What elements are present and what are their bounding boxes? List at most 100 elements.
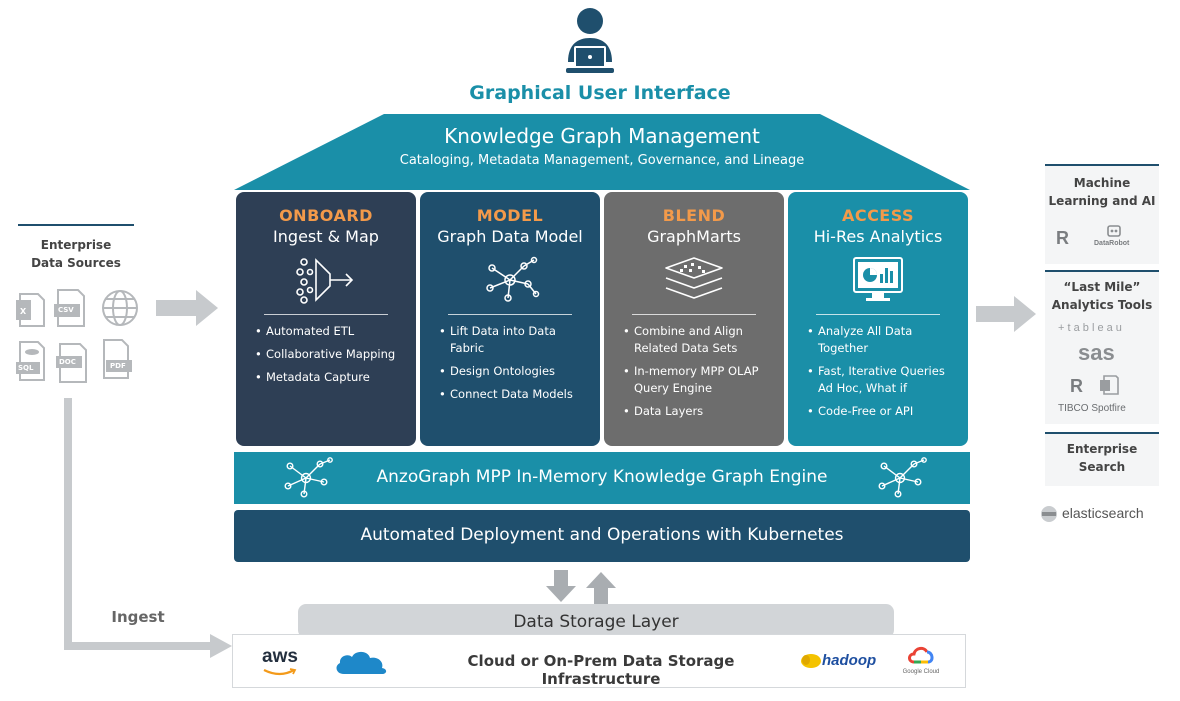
hadoop-elephant-icon bbox=[801, 654, 821, 668]
hadoop-logo: hadoop bbox=[800, 650, 886, 672]
section-rule bbox=[18, 224, 134, 226]
pillar-divider bbox=[448, 314, 572, 315]
elasticsearch-logo: elasticsearch bbox=[1062, 505, 1144, 521]
azure-cloud-icon bbox=[336, 651, 387, 674]
list-item: Combine and Align Related Data Sets bbox=[623, 323, 770, 357]
svg-text:X: X bbox=[20, 307, 27, 316]
list-item: Lift Data into Data Fabric bbox=[439, 323, 586, 357]
title-line: Learning and AI bbox=[1048, 194, 1156, 208]
file-type-label: DOC bbox=[59, 358, 76, 366]
pillar-access: ACCESS Hi-Res Analytics Analyze All Data… bbox=[788, 192, 968, 446]
datarobot-logo: DataRobot bbox=[1094, 240, 1130, 247]
graph-network-icon bbox=[878, 457, 927, 498]
title-line: “Last Mile” bbox=[1063, 280, 1141, 294]
sas-logo: sas bbox=[1078, 340, 1115, 365]
title-line: Enterprise bbox=[40, 238, 112, 252]
pillar-subheading: GraphMarts bbox=[647, 227, 741, 246]
google-cloud-logo-text: Google Cloud bbox=[902, 669, 940, 675]
tableau-logo: + t a b l e a u bbox=[1058, 322, 1122, 334]
hadoop-logo-text: hadoop bbox=[822, 652, 877, 669]
funnel-icon bbox=[296, 258, 354, 304]
pillar-model: MODEL Graph Data Model Lift Data into Da… bbox=[420, 192, 600, 446]
pillar-heading: BLEND bbox=[662, 206, 726, 225]
pillar-bullets: Automated ETL Collaborative Mapping Meta… bbox=[255, 323, 402, 386]
deployment-bar bbox=[234, 510, 970, 562]
roof-shape bbox=[234, 114, 970, 190]
file-type-label: CSV bbox=[58, 306, 74, 314]
pillar-subheading: Ingest & Map bbox=[273, 227, 379, 246]
list-item: In-memory MPP OLAP Query Engine bbox=[623, 363, 770, 397]
list-item: Design Ontologies bbox=[439, 363, 586, 380]
r-logo: R bbox=[1070, 376, 1083, 396]
title-line: Data Sources bbox=[31, 256, 121, 270]
roof-title: Knowledge Graph Management bbox=[444, 124, 760, 148]
pillar-divider bbox=[632, 314, 756, 315]
google-cloud-logo: Google Cloud bbox=[900, 642, 942, 684]
graph-network-icon bbox=[284, 457, 333, 498]
pillar-bullets: Combine and Align Related Data Sets In-m… bbox=[623, 323, 770, 420]
list-item: Metadata Capture bbox=[255, 369, 402, 386]
layers-icon bbox=[665, 257, 723, 299]
user-at-laptop-icon bbox=[566, 8, 614, 73]
section-rule bbox=[1045, 270, 1159, 272]
aws-logo: aws bbox=[258, 646, 302, 676]
infrastructure-label: Cloud or On-Prem Data Storage Infrastruc… bbox=[467, 652, 735, 688]
pillar-divider bbox=[816, 314, 940, 315]
pillar-bullets: Lift Data into Data Fabric Design Ontolo… bbox=[439, 323, 586, 403]
search-title: Enterprise Search bbox=[1040, 440, 1164, 476]
analytics-title: “Last Mile” Analytics Tools bbox=[1040, 278, 1164, 314]
storage-layer-label: Data Storage Layer bbox=[513, 612, 679, 632]
title-line: Machine bbox=[1073, 176, 1131, 190]
aws-logo-text: aws bbox=[262, 646, 298, 667]
aws-smile-icon bbox=[263, 668, 297, 676]
title-line: Analytics Tools bbox=[1051, 298, 1153, 312]
excel-icon bbox=[1100, 375, 1119, 395]
ml-title: Machine Learning and AI bbox=[1040, 174, 1164, 210]
ingest-arrow-icon bbox=[64, 398, 232, 658]
pillar-heading: MODEL bbox=[476, 206, 544, 225]
data-source-files-icon: X bbox=[16, 289, 138, 383]
file-type-label: PDF bbox=[110, 362, 126, 370]
list-item: Code-Free or API bbox=[807, 403, 954, 420]
list-item: Connect Data Models bbox=[439, 386, 586, 403]
roof-subtitle: Cataloging, Metadata Management, Governa… bbox=[399, 153, 805, 168]
title-line: Enterprise bbox=[1066, 442, 1138, 456]
section-rule bbox=[1045, 432, 1159, 434]
analytics-panel bbox=[1045, 272, 1159, 424]
deployment-label: Automated Deployment and Operations with… bbox=[360, 525, 844, 545]
ingest-label: Ingest bbox=[111, 608, 165, 626]
analytics-monitor-icon bbox=[853, 257, 903, 301]
pillar-divider bbox=[264, 314, 388, 315]
list-item: Data Layers bbox=[623, 403, 770, 420]
list-item: Fast, Iterative Queries Ad Hoc, What if bbox=[807, 363, 954, 397]
pillar-subheading: Hi-Res Analytics bbox=[813, 227, 943, 246]
pillar-blend: BLEND GraphMarts Combine and Align Relat… bbox=[604, 192, 784, 446]
r-logo: R bbox=[1056, 228, 1069, 248]
google-cloud-icon bbox=[908, 646, 934, 664]
arrow-right-icon bbox=[976, 296, 1036, 332]
engine-bar bbox=[234, 452, 970, 504]
engine-label: AnzoGraph MPP In-Memory Knowledge Graph … bbox=[376, 467, 828, 487]
search-panel bbox=[1045, 434, 1159, 486]
ml-panel bbox=[1045, 166, 1159, 264]
graph-network-icon bbox=[486, 256, 540, 302]
datarobot-icon bbox=[1107, 225, 1121, 237]
pillar-subheading: Graph Data Model bbox=[437, 227, 583, 246]
section-rule bbox=[1045, 164, 1159, 166]
file-type-label: SQL bbox=[18, 364, 34, 372]
list-item: Collaborative Mapping bbox=[255, 346, 402, 363]
elasticsearch-icon bbox=[1041, 506, 1057, 522]
title-line: Search bbox=[1078, 460, 1126, 474]
file-type-labels: CSV SQL DOC PDF bbox=[16, 286, 140, 386]
list-item: Automated ETL bbox=[255, 323, 402, 340]
up-down-arrows-icon bbox=[546, 570, 616, 604]
gui-title: Graphical User Interface bbox=[469, 82, 731, 104]
list-item: Analyze All Data Together bbox=[807, 323, 954, 357]
pillar-onboard: ONBOARD Ingest & Map Automated ETL Colla… bbox=[236, 192, 416, 446]
pillar-heading: ACCESS bbox=[841, 206, 915, 225]
storage-layer-bar bbox=[298, 604, 894, 638]
enterprise-data-sources-title: Enterprise Data Sources bbox=[10, 236, 142, 272]
pillar-heading: ONBOARD bbox=[279, 206, 373, 225]
pillar-bullets: Analyze All Data Together Fast, Iterativ… bbox=[807, 323, 954, 420]
arrow-right-icon bbox=[156, 290, 218, 326]
